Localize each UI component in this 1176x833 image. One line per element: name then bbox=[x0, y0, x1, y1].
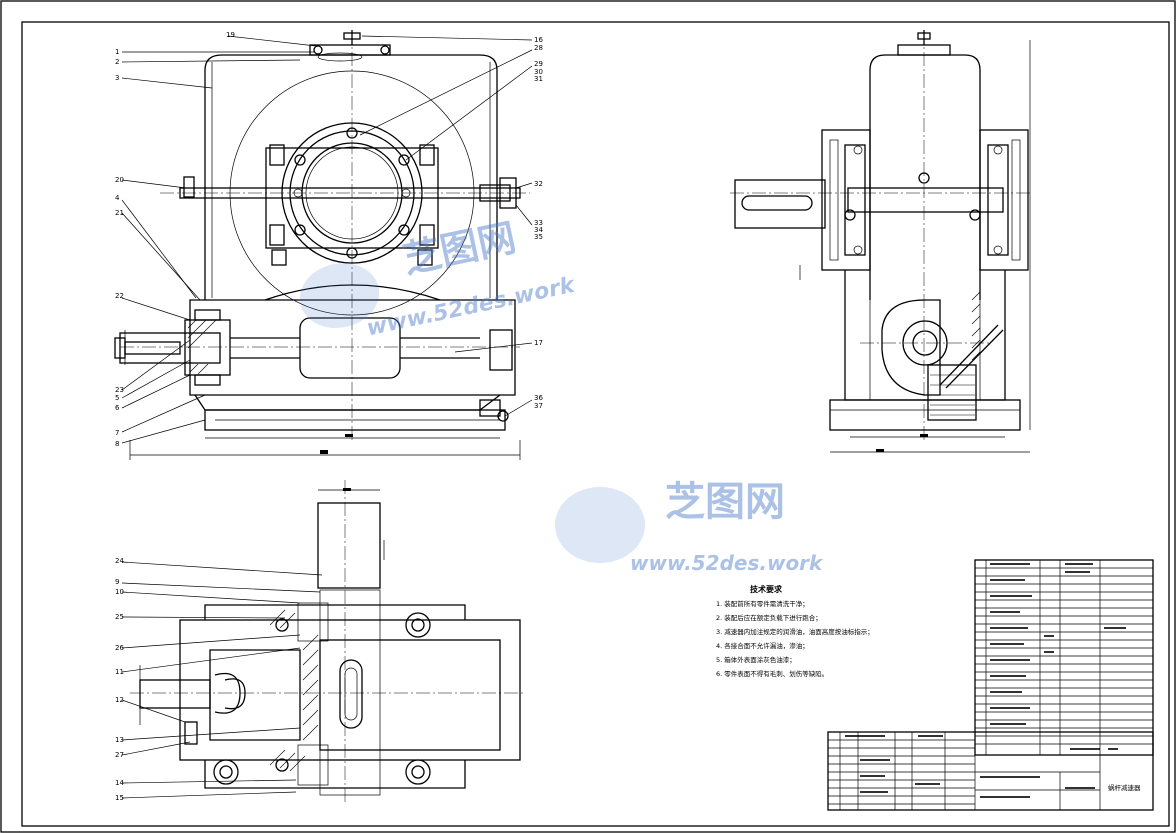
part-label: 36 bbox=[534, 394, 543, 402]
part-label: 3 bbox=[115, 74, 119, 82]
part-label: 6 bbox=[115, 404, 120, 412]
front-part-labels: 1 2 3 4 5 6 7 8 16 17 19 20 21 22 23 28 … bbox=[115, 31, 543, 448]
part-label: 24 bbox=[115, 557, 124, 565]
part-label: 14 bbox=[115, 779, 124, 787]
side-view bbox=[730, 30, 1031, 453]
part-label: 21 bbox=[115, 209, 124, 217]
part-label: 32 bbox=[534, 180, 543, 188]
part-label: 5 bbox=[115, 394, 119, 402]
part-label: 17 bbox=[534, 339, 543, 347]
top-view: 9 10 11 12 13 14 15 24 25 26 27 bbox=[115, 480, 525, 805]
part-label: 10 bbox=[115, 588, 124, 596]
part-label: 7 bbox=[115, 429, 119, 437]
title-block: 蜗杆减速器 bbox=[827, 559, 1154, 811]
tech-req-line: 5. 箱体外表面涂灰色油漆； bbox=[716, 655, 796, 664]
tech-req-line: 3. 减速器内加注规定的润滑油，油面高度按油标指示； bbox=[716, 627, 874, 636]
tech-req-line: 1. 装配前所有零件需清洗干净； bbox=[716, 599, 809, 608]
part-label: 4 bbox=[115, 194, 120, 202]
top-part-labels: 9 10 11 12 13 14 15 24 25 26 27 bbox=[115, 557, 124, 802]
watermark-center: 芝图网 www.52des.work bbox=[555, 479, 824, 575]
tech-req-line: 4. 各接合面不允许漏油，渗油； bbox=[716, 641, 809, 650]
part-label: 33 bbox=[534, 219, 543, 227]
tech-req-line: 6. 零件表面不得有毛刺、划伤等缺陷。 bbox=[716, 669, 828, 678]
drawing-name: 蜗杆减速器 bbox=[1108, 783, 1141, 792]
part-label: 29 bbox=[534, 60, 543, 68]
part-label: 37 bbox=[534, 402, 543, 410]
part-label: 11 bbox=[115, 668, 124, 676]
part-label: 9 bbox=[115, 578, 119, 586]
inner-frame bbox=[21, 21, 1170, 827]
watermark-brand-en: www.52des.work bbox=[630, 551, 824, 575]
front-view: 1 2 3 4 5 6 7 8 16 17 19 20 21 22 23 28 … bbox=[114, 30, 543, 460]
part-label: 31 bbox=[534, 75, 543, 83]
part-label: 12 bbox=[115, 696, 124, 704]
part-label: 34 bbox=[534, 226, 543, 234]
part-label: 8 bbox=[115, 440, 119, 448]
part-label: 22 bbox=[115, 292, 124, 300]
part-label: 30 bbox=[534, 68, 543, 76]
watermark-brand-cn: 芝图网 bbox=[665, 479, 785, 525]
watermark-brand-cn: 芝图网 bbox=[399, 215, 520, 282]
part-label: 28 bbox=[534, 44, 543, 52]
part-label: 35 bbox=[534, 233, 543, 241]
tech-req-title: 技术要求 bbox=[750, 584, 783, 594]
part-label: 2 bbox=[115, 58, 119, 66]
part-label: 25 bbox=[115, 613, 124, 621]
part-label: 20 bbox=[115, 176, 124, 184]
part-label: 1 bbox=[115, 48, 119, 56]
part-label: 15 bbox=[115, 794, 124, 802]
part-label: 16 bbox=[534, 36, 543, 44]
part-label: 27 bbox=[115, 751, 124, 759]
part-label: 13 bbox=[115, 736, 124, 744]
part-label: 26 bbox=[115, 644, 124, 652]
part-label: 23 bbox=[115, 386, 124, 394]
part-label: 19 bbox=[226, 31, 235, 39]
technical-requirements: 技术要求 1. 装配前所有零件需清洗干净； 2. 装配后应在额定负载下进行跑合；… bbox=[716, 584, 874, 678]
tech-req-line: 2. 装配后应在额定负载下进行跑合； bbox=[716, 613, 822, 622]
